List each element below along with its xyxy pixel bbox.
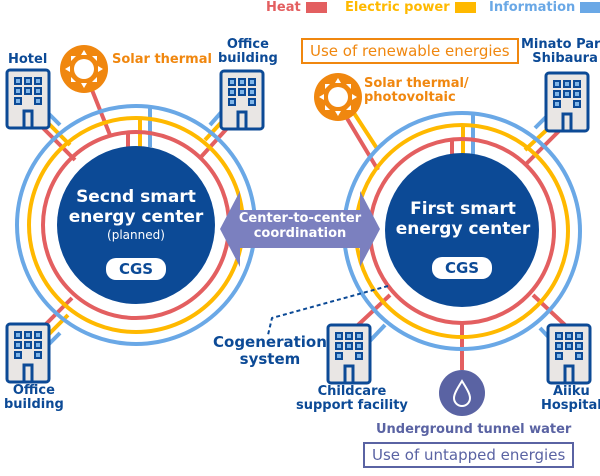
coordination-line1: Center-to-center xyxy=(238,211,362,226)
minato-label-line1: Minato Park xyxy=(521,37,600,52)
childcare-label-line2: support facility xyxy=(296,398,408,414)
untapped-callout: Use of untapped energies xyxy=(363,442,575,468)
first-center-line1: First smart xyxy=(410,199,516,219)
hotel-building-icon xyxy=(5,68,51,130)
renewable-callout: Use of renewable energies xyxy=(301,38,519,64)
legend-heat: Heat xyxy=(266,0,327,15)
solar-pv-power-line xyxy=(350,108,380,152)
second-center-line1: Secnd smart xyxy=(76,187,196,207)
childcare-building-icon xyxy=(326,323,372,385)
childcare-label-line1: Childcare xyxy=(317,384,387,399)
second-center-title: Secnd smart energy center (planned) xyxy=(66,187,206,243)
cogeneration-label: Cogeneration system xyxy=(213,334,327,367)
first-center-title: First smart energy center xyxy=(388,199,538,239)
cogeneration-leader xyxy=(267,285,389,336)
second-cgs-badge: CGS xyxy=(106,258,166,280)
office-bottom-label-line2: building xyxy=(4,397,64,413)
office-bottom-label-line1: Office xyxy=(12,383,55,398)
cogeneration-label-line2: system xyxy=(239,349,301,368)
second-center-note: (planned) xyxy=(107,228,165,243)
legend-information: Information xyxy=(489,0,600,15)
hotel-label: Hotel xyxy=(8,52,48,67)
solar-thermal-sun-icon xyxy=(60,45,108,93)
aiiku-label-line1: Aiiku xyxy=(552,384,590,399)
solar-pv-heat-line xyxy=(343,113,380,172)
legend-electric-label: Electric power xyxy=(345,0,450,15)
coordination-label: Center-to-center coordination xyxy=(232,211,368,242)
solar-thermal-label: Solar thermal xyxy=(112,52,212,67)
solar-pv-label: Solar thermal/ photovoltaic xyxy=(364,76,469,106)
first-center-line2: energy center xyxy=(395,218,531,239)
minato-building-icon xyxy=(544,71,590,133)
office-top-label: Office building xyxy=(218,37,278,67)
second-center-disc xyxy=(57,146,215,304)
office-bottom-label: Office building xyxy=(4,383,64,413)
solar-pv-sun-icon xyxy=(314,73,362,121)
second-center-line2: energy center xyxy=(68,206,204,227)
legend-heat-swatch xyxy=(305,2,327,13)
first-cgs-badge: CGS xyxy=(432,257,492,279)
office-bottom-building-icon xyxy=(5,322,51,384)
legend-information-label: Information xyxy=(489,0,576,15)
office-top-label-line1: Office xyxy=(226,37,269,52)
coordination-arrow xyxy=(220,191,380,267)
tunnel-water-label: Underground tunnel water xyxy=(376,422,572,437)
minato-label: Minato Park Shibaura xyxy=(521,37,600,67)
solar-pv-label-line1: Solar thermal/ xyxy=(364,76,469,91)
aiiku-label: Aiiku Hospital xyxy=(541,384,600,414)
legend-electric: Electric power xyxy=(345,0,476,15)
aiiku-label-line2: Hospital xyxy=(541,398,600,414)
legend-information-swatch xyxy=(580,2,600,13)
water-drop-icon xyxy=(439,370,485,416)
childcare-label: Childcare support facility xyxy=(296,384,408,414)
aiiku-building-icon xyxy=(546,323,592,385)
legend-heat-label: Heat xyxy=(266,0,301,15)
coordination-line2: coordination xyxy=(253,225,347,241)
office-top-label-line2: building xyxy=(218,51,278,67)
cogeneration-label-line1: Cogeneration xyxy=(213,333,327,351)
minato-heat-line xyxy=(523,128,562,167)
minato-label-line2: Shibaura xyxy=(532,51,598,67)
hotel-heat-line xyxy=(38,123,77,162)
first-center-disc xyxy=(385,153,539,307)
legend-electric-swatch xyxy=(454,2,476,13)
solar-pv-label-line2: photovoltaic xyxy=(364,90,456,106)
office-top-building-icon xyxy=(219,69,265,131)
